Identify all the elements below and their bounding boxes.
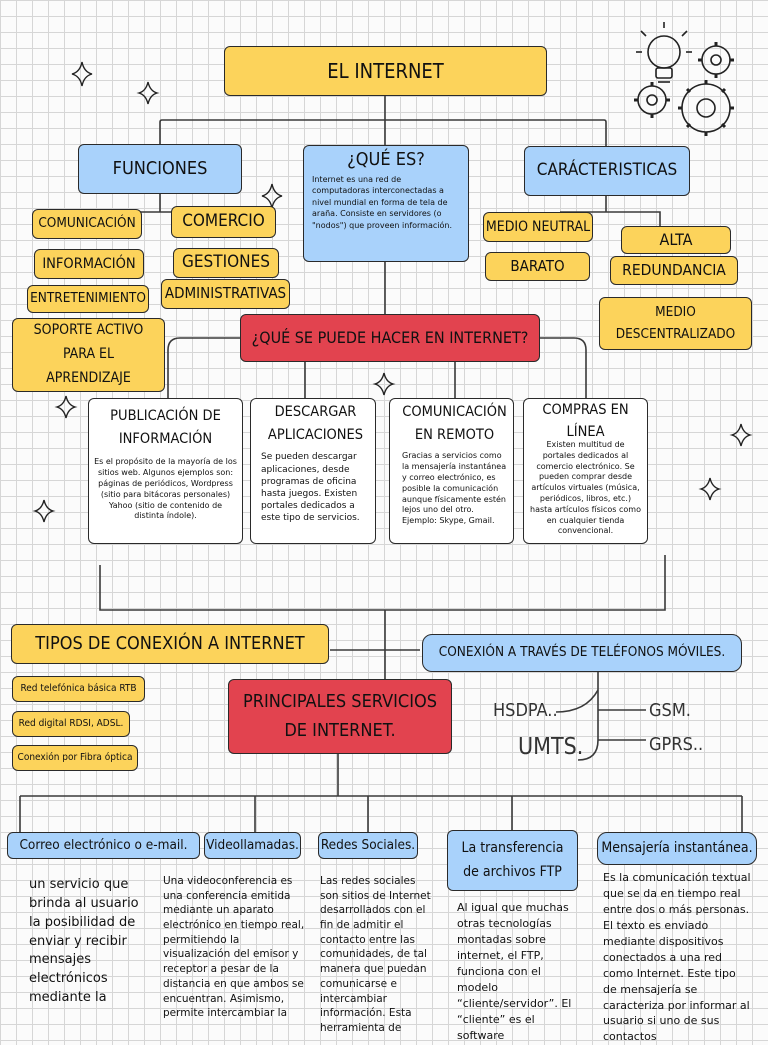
moviles-title: CONEXIÓN A TRAVÉS DE TELÉFONOS MÓVILES. (422, 634, 742, 672)
servicio-title: Mensajería instantánea. (597, 832, 757, 865)
servicio-body: Las redes sociales son sitios de Interne… (320, 875, 431, 1034)
servicio-title: La transferencia de archivos FTP (447, 830, 578, 891)
funcion-item: COMERCIO (171, 206, 276, 238)
card-descargar: DESCARGAR APLICACIONES Se pueden descarg… (250, 398, 376, 544)
card-body: Gracias a servicios como la mensajería i… (402, 451, 507, 526)
movil-network: UMTS. (518, 734, 584, 760)
tipo-conexion-item: Red digital RDSI, ADSL. (12, 711, 130, 737)
tipos-conexion-title: TIPOS DE CONEXIÓN A INTERNET (11, 624, 329, 664)
sparkle-icon (136, 81, 160, 105)
funcion-item: COMUNICACIÓN (32, 209, 142, 239)
servicio-body: un servicio que brinda al usuario la pos… (29, 877, 139, 1006)
card-body: Es el propósito de la mayoría de los sit… (94, 457, 237, 521)
sparkle-icon (372, 372, 396, 396)
movil-network: HSDPA.. (493, 700, 558, 721)
servicio-title: Videollamadas. (204, 832, 301, 859)
funcion-item: ENTRETENIMIENTO (27, 285, 149, 313)
caracteristica-item: ALTA (621, 226, 731, 254)
servicios-title: PRINCIPALES SERVICIOS DE INTERNET. (228, 679, 452, 754)
caracteristica-item: MEDIO NEUTRAL (483, 212, 593, 242)
servicio-body: Es la comunicación textual que se da en … (603, 871, 751, 1044)
card-title: COMUNICACIÓN EN REMOTO (402, 404, 507, 444)
movil-network: GSM. (649, 700, 691, 721)
caracteristica-item: REDUNDANCIA (610, 256, 738, 285)
funcion-item: INFORMACIÓN (34, 249, 144, 279)
card-title: COMPRAS EN LÍNEA (542, 402, 629, 441)
tipo-conexion-item: Red telefónica básica RTB (12, 676, 145, 702)
que-es-body: Internet es una red de computadoras inte… (312, 174, 452, 231)
servicio-body: Una videoconferencia es una conferencia … (163, 875, 305, 1020)
caracteristica-item: BARATO (485, 252, 590, 281)
servicio-body: Al igual que muchas otras tecnologías mo… (457, 901, 572, 1042)
card-publicacion: PUBLICACIÓN DE INFORMACIÓN Es el propósi… (88, 398, 243, 544)
funcion-item: GESTIONES (173, 248, 279, 278)
sparkle-icon (698, 477, 722, 501)
lightbulb-gears-icon (634, 22, 734, 136)
que-es-box: ¿QUÉ ES? Internet es una red de computad… (303, 145, 469, 262)
caracteristicas-title: CARÁCTERISTICAS (524, 146, 690, 196)
sparkle-icon (71, 61, 93, 87)
card-body: Existen multitud de portales dedicados a… (530, 439, 641, 536)
sparkle-icon (32, 499, 56, 523)
sparkle-icon (729, 423, 753, 447)
funcion-item: SOPORTE ACTIVO PARA EL APRENDIZAJE (12, 318, 165, 392)
card-compras: COMPRAS EN LÍNEA Existen multitud de por… (523, 398, 648, 544)
card-title: PUBLICACIÓN DE INFORMACIÓN (110, 408, 221, 448)
que-hacer-title: ¿QUÉ SE PUEDE HACER EN INTERNET? (240, 314, 540, 362)
card-title: DESCARGAR APLICACIONES (267, 404, 364, 444)
movil-network: GPRS.. (649, 734, 704, 755)
tipo-conexion-item: Conexión por Fibra óptica (12, 745, 138, 771)
card-comunicacion: COMUNICACIÓN EN REMOTO Gracias a servici… (389, 398, 514, 544)
funciones-title: FUNCIONES (78, 144, 242, 194)
sparkle-icon (261, 183, 283, 209)
servicio-title: Redes Sociales. (318, 832, 418, 859)
funcion-item: ADMINISTRATIVAS (161, 279, 290, 309)
caracteristica-item: MEDIO DESCENTRALIZADO (599, 297, 752, 350)
connector-lines (19, 22, 753, 832)
que-es-title: ¿QUÉ ES? (347, 149, 425, 170)
sparkle-icon (54, 395, 78, 419)
main-title: EL INTERNET (224, 46, 547, 96)
card-body: Se pueden descargar aplicaciones, desde … (261, 452, 360, 524)
servicio-title: Correo electrónico o e-mail. (7, 832, 200, 859)
